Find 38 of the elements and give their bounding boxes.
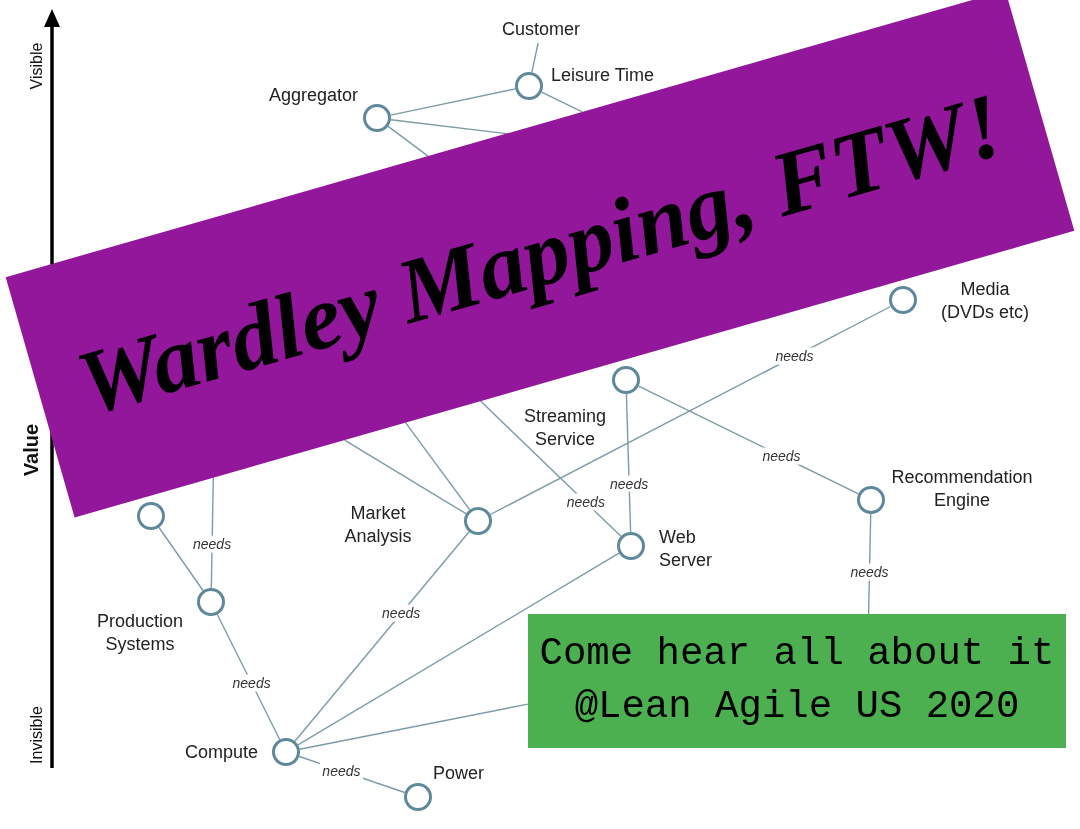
edge-label: needs <box>380 605 423 622</box>
edge-label: needs <box>230 674 273 692</box>
edge-label: needs <box>320 762 363 780</box>
connector-line <box>625 393 632 533</box>
connector-line <box>540 91 583 113</box>
component-label: Web Server <box>659 526 712 571</box>
component-label: Leisure Time <box>551 64 655 87</box>
component-label: Recommendation Engine <box>891 466 1033 511</box>
edge-label: needs <box>564 494 607 511</box>
axis-label: Invisible <box>28 706 46 764</box>
connector-line <box>297 552 620 746</box>
edge-label: needs <box>760 447 803 465</box>
connector-line <box>479 400 622 537</box>
component-label: Compute <box>185 741 259 764</box>
connector-line <box>216 613 281 741</box>
edge-label: needs <box>773 348 816 365</box>
connector-line <box>404 421 471 511</box>
axis-label: Value <box>19 423 43 477</box>
connector-line <box>390 88 516 116</box>
component-label: Power <box>433 762 485 785</box>
axis-label: Visible <box>28 42 46 90</box>
connector-line <box>489 305 892 516</box>
connector-line <box>531 42 539 73</box>
component-label: Streaming Service <box>524 405 607 450</box>
edge-label: needs <box>848 563 891 581</box>
component-label: Aggregator <box>269 84 359 107</box>
announcement-box: Come hear all about it @Lean Agile US 2020 <box>528 614 1066 748</box>
connector-line <box>387 125 429 157</box>
edge-label: needs <box>191 535 234 553</box>
component-circle <box>137 502 165 530</box>
component-label: Customer <box>502 18 581 41</box>
component-label: Media (DVDs etc) <box>940 278 1030 323</box>
connector-line <box>294 531 470 742</box>
component-label: Production Systems <box>97 610 184 655</box>
edge-label: needs <box>608 475 651 493</box>
connector-line <box>299 703 529 750</box>
connector-line <box>343 439 467 515</box>
connector-line <box>158 526 204 592</box>
